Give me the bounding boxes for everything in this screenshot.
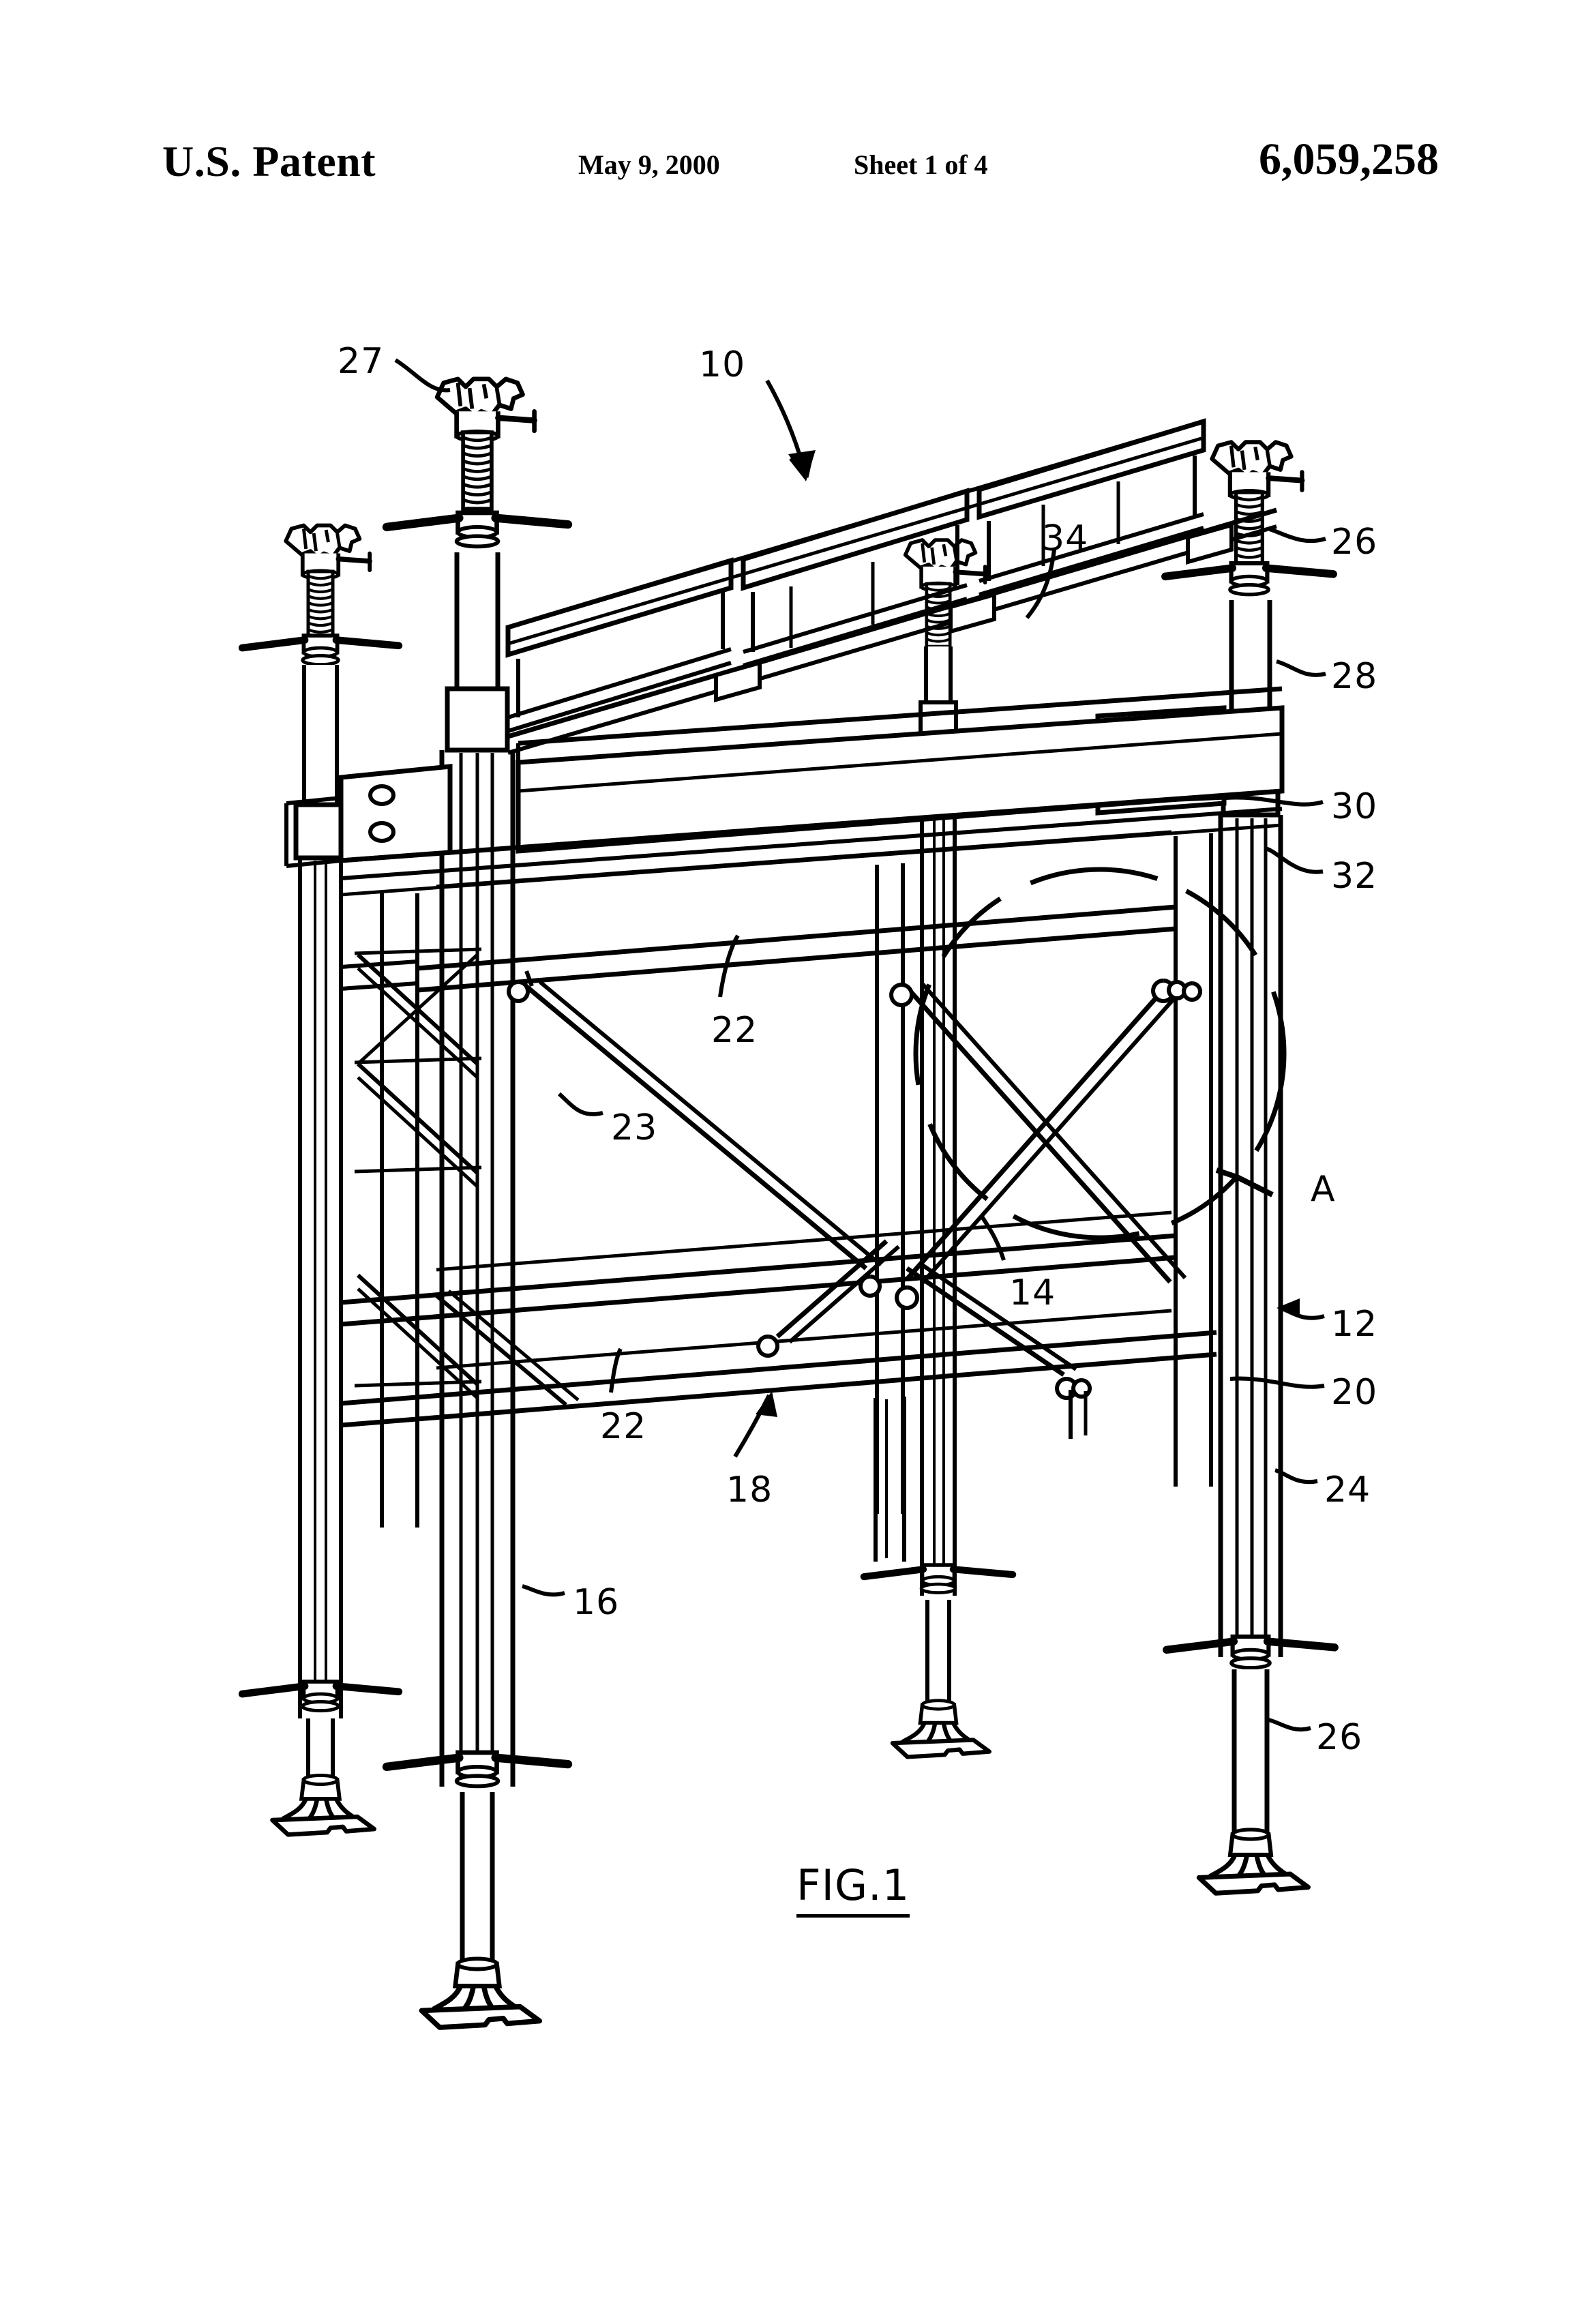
patent-number: 6,059,258 (1259, 134, 1439, 184)
top-formwork-joist-beam (505, 418, 1277, 755)
tower-leg-frame (340, 830, 1217, 1528)
ref-numeral-26-top: 26 (1331, 522, 1378, 563)
ref-numeral-27: 27 (338, 341, 385, 382)
patent-date: May 9, 2000 (578, 149, 720, 180)
ref-numeral-A: A (1311, 1169, 1336, 1210)
frame-leg-lower-tubes (874, 1397, 906, 1562)
prop-leg-back-left (242, 525, 399, 1834)
ref-numeral-34: 34 (1042, 518, 1089, 559)
ref-numeral-16: 16 (573, 1582, 620, 1623)
ref-numeral-20: 20 (1331, 1372, 1378, 1413)
ref-numeral-22-upper: 22 (711, 1010, 758, 1051)
figure-caption: FIG.1 (796, 1860, 910, 1918)
ref-numeral-23: 23 (611, 1107, 658, 1148)
ref-numeral-28: 28 (1331, 656, 1378, 697)
prop-leg-middle (864, 540, 1013, 1757)
patent-header: U.S. Patent May 9, 2000 Sheet 1 of 4 6,0… (0, 134, 1582, 211)
ref-numeral-18: 18 (726, 1470, 773, 1510)
ref-numeral-14: 14 (1009, 1272, 1056, 1313)
ref-numeral-24: 24 (1324, 1470, 1371, 1510)
ref-numeral-22-lower: 22 (600, 1406, 647, 1447)
ref-numeral-12: 12 (1331, 1304, 1378, 1345)
ref-numeral-26-bottom: 26 (1316, 1717, 1363, 1758)
head-frame-assembly (284, 686, 1285, 897)
ref-numeral-10: 10 (699, 344, 746, 385)
reference-leader-lines (394, 358, 1326, 1732)
ref-numeral-32: 32 (1331, 856, 1378, 897)
cross-brace-diagonals (354, 947, 1203, 1439)
patent-office-title: U.S. Patent (162, 137, 376, 185)
detail-region-circle (913, 867, 1287, 1240)
patent-sheet-number: Sheet 1 of 4 (854, 149, 988, 180)
ref-numeral-30: 30 (1331, 786, 1378, 827)
